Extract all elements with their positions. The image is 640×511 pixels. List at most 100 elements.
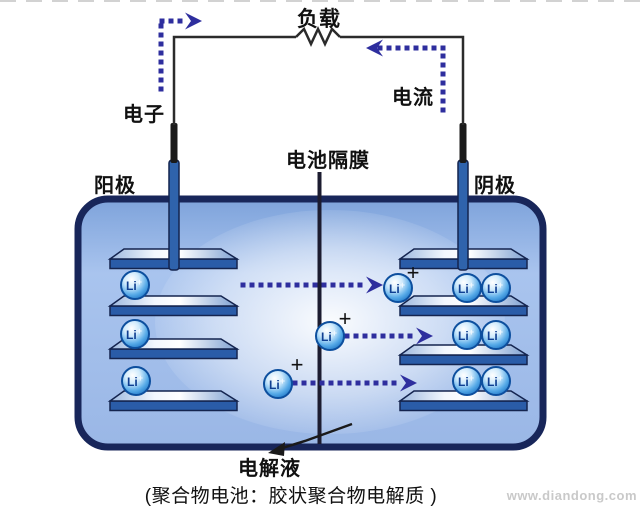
ion-arrow-1-dot [276, 282, 282, 288]
cathode-rod [457, 159, 469, 271]
plus-sign: + [291, 352, 304, 377]
ion-arrow-3-dot [328, 380, 334, 386]
ion-arrow-3-dot [301, 380, 307, 386]
electrolyte-pointer-arrowhead [268, 442, 285, 456]
electron-arrow-dot [158, 32, 164, 38]
current-arrow-arrowhead [366, 39, 383, 57]
ion-arrow-1-dot [294, 282, 300, 288]
current-arrow-dot [440, 107, 446, 113]
electron-arrow-dot [177, 18, 183, 24]
li-ion [120, 270, 150, 300]
cropped-text-artifact [0, 0, 640, 2]
current-arrow-dot [440, 53, 446, 59]
anode-plate-front [109, 305, 238, 317]
plus-sign: + [407, 260, 420, 285]
ion-arrow-3-dot [373, 380, 379, 386]
li-ion [481, 320, 511, 350]
ion-arrow-3-dot [382, 380, 388, 386]
electron-arrow-dot [168, 18, 174, 24]
ion-arrow-2-dot [380, 333, 386, 339]
current-arrow-dot [440, 45, 446, 51]
ion-arrow-1-dot [249, 282, 255, 288]
ion-arrow-1-dot [348, 282, 354, 288]
ion-arrow-1-dot [258, 282, 264, 288]
ion-arrow-1-arrowhead [366, 276, 383, 294]
current-arrow-dot [404, 45, 410, 51]
ion-arrow-1-dot [321, 282, 327, 288]
li-ion-moving [383, 273, 413, 303]
current-flow-label: 电流 [392, 87, 434, 109]
ion-arrow-2-dot [362, 333, 368, 339]
ion-arrow-2-dot [371, 333, 377, 339]
ion-arrow-1-dot [303, 282, 309, 288]
ion-arrow-2-dot [407, 333, 413, 339]
current-arrow-dot [395, 45, 401, 51]
electron-arrow-dot [158, 41, 164, 47]
cathode-plate-front [399, 305, 528, 317]
anode-plate-top [107, 295, 240, 307]
ion-arrow-3-dot [355, 380, 361, 386]
li-ion [121, 366, 151, 396]
current-arrow-dot [422, 45, 428, 51]
circuit-wire-right [340, 35, 465, 125]
electron-arrow-dot [158, 77, 164, 83]
ion-arrow-1-dot [312, 282, 318, 288]
cathode-rod-terminal [459, 123, 467, 163]
ion-arrow-1-dot [339, 282, 345, 288]
electron-arrow-dot [158, 86, 164, 92]
li-ion [481, 366, 511, 396]
current-arrow-dot [440, 89, 446, 95]
ion-arrow-2-dot [398, 333, 404, 339]
ion-arrow-2-arrowhead [416, 327, 433, 345]
electron-arrow-dot [158, 50, 164, 56]
ion-arrow-1-dot [285, 282, 291, 288]
plus-sign: + [339, 306, 352, 331]
current-arrow-dot [431, 45, 437, 51]
separator-label: 电池隔膜 [286, 150, 370, 172]
li-ion-moving [315, 321, 345, 351]
ion-arrow-1-dot [267, 282, 273, 288]
anode-rod-terminal [170, 123, 178, 163]
watermark-text: www.diandong.com [506, 488, 637, 503]
load-label: 负载 [297, 8, 341, 31]
anode-rod [168, 159, 180, 271]
ion-arrow-3-dot [337, 380, 343, 386]
ion-arrow-2-dot [353, 333, 359, 339]
ion-arrow-3-dot [346, 380, 352, 386]
current-arrow-dot [413, 45, 419, 51]
ion-arrow-2-dot [344, 333, 350, 339]
ion-arrow-1-dot [240, 282, 246, 288]
electron-arrow-dot [159, 18, 165, 24]
electrolyte-pointer-line [275, 422, 353, 452]
li-ion-moving [263, 369, 293, 399]
current-arrow-dot [440, 80, 446, 86]
anode-plate-front [109, 348, 238, 360]
current-arrow-dot [386, 45, 392, 51]
ion-arrow-3-dot [292, 380, 298, 386]
electron-arrow-dot [158, 68, 164, 74]
current-arrow-dot [440, 62, 446, 68]
current-arrow-dot [377, 45, 383, 51]
ion-arrow-3-dot [391, 380, 397, 386]
electrolyte-label: 电解液 [238, 458, 301, 480]
ion-arrow-3-arrowhead [400, 374, 417, 392]
li-ion [481, 273, 511, 303]
current-arrow-dot [440, 98, 446, 104]
electron-flow-label: 电子 [123, 104, 165, 126]
ion-arrow-3-dot [310, 380, 316, 386]
cathode-plate-front [399, 354, 528, 366]
caption-text: (聚合物电池：胶状聚合物电解质 ) [144, 486, 438, 507]
ion-arrow-2-dot [389, 333, 395, 339]
electron-arrow-dot [158, 23, 164, 29]
ion-arrow-3-dot [319, 380, 325, 386]
li-ion [120, 319, 150, 349]
current-arrow-dot [440, 71, 446, 77]
ion-arrow-1-dot [330, 282, 336, 288]
cathode-label: 阴极 [474, 175, 516, 197]
electron-arrow-dot [158, 59, 164, 65]
electron-arrow-arrowhead [185, 12, 202, 30]
circuit-wire-left [172, 35, 296, 125]
anode-plate-front [109, 400, 238, 412]
